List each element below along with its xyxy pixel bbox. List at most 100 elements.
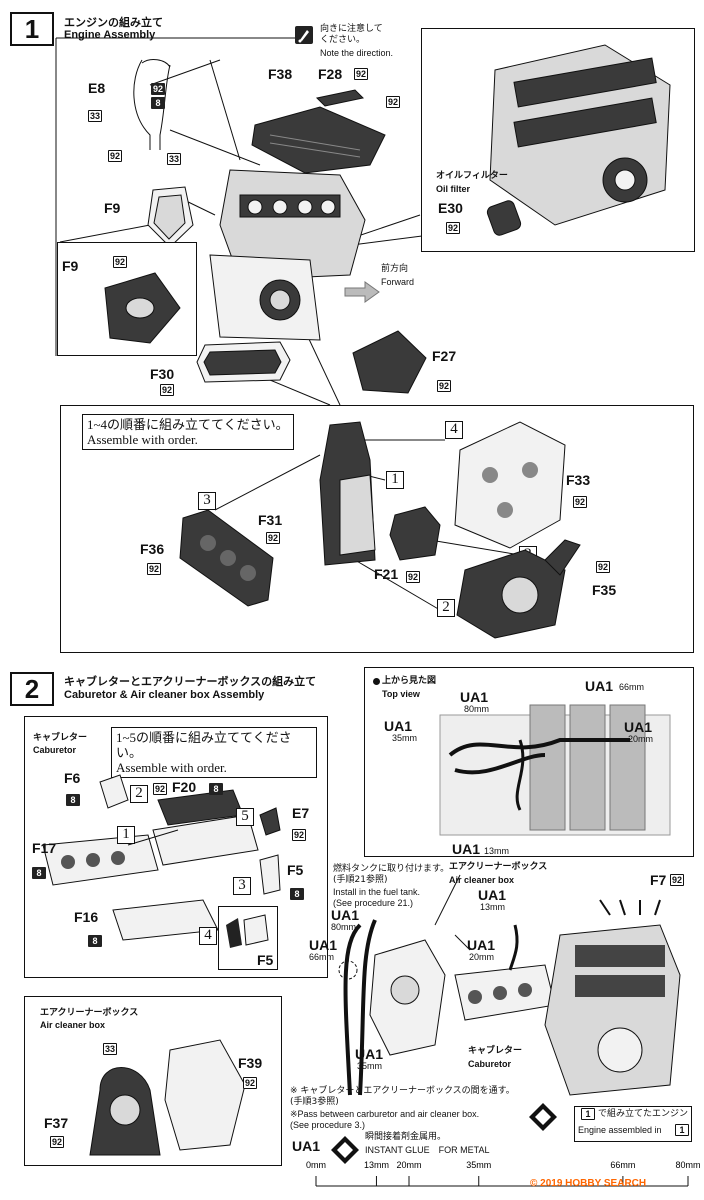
order-mark-4: 4 — [445, 421, 463, 439]
order-mark-1: 1 — [386, 471, 404, 489]
step-1-order-lines — [214, 439, 521, 611]
carburetor-drawing — [42, 774, 281, 941]
ua1-length-bottom-20: 20mm — [469, 952, 495, 962]
top-view-bullet-icon — [373, 678, 380, 685]
order-mark-4: 4 — [199, 927, 217, 945]
step-2-title-en: Caburetor & Air cleaner box Assembly — [64, 689, 265, 701]
step-2-number: 2 — [10, 672, 54, 706]
direction-note-icon — [295, 26, 313, 44]
step-2-title-jp: キャブレターとエアクリーナーボックスの組み立て — [64, 675, 317, 688]
glue-diamond-icon — [331, 1136, 359, 1164]
ua1-label-bottom-35: UA1 — [355, 1046, 384, 1062]
badge-92: 92 — [160, 384, 174, 396]
part-label-f35: F35 — [592, 582, 617, 598]
ua1-label-top-35: UA1 — [384, 718, 413, 734]
badge-33: 33 — [88, 110, 102, 122]
engine-block-drawing — [209, 169, 366, 341]
pass-note-jp: ※ キャブレターとエアクリーナーボックスの間を通す。 (手順3参照) — [290, 1086, 515, 1107]
part-f28-drawing — [315, 89, 365, 107]
badge-8: 8 — [209, 783, 223, 795]
part-label-e30: E30 — [438, 200, 463, 216]
ua1-legend-label: UA1 — [292, 1138, 321, 1154]
badge-8: 8 — [32, 867, 46, 879]
badge-8: 8 — [66, 794, 80, 806]
badge-92: 92 — [446, 222, 460, 234]
fuel-tank-note-en: Install in the fuel tank. (See procedure… — [333, 887, 421, 908]
glue-note-en: INSTANT GLUE FOR METAL — [365, 1145, 490, 1155]
engine-assembled-en: Engine assembled in — [578, 1125, 662, 1135]
ua1-length-top-20: 20mm — [628, 734, 654, 744]
badge-8: 8 — [88, 935, 102, 947]
order-mark-1: 1 — [117, 826, 135, 844]
ua1-length-bottom-80: 80mm — [331, 922, 357, 932]
badge-92: 92 — [670, 874, 684, 886]
badge-92: 92 — [292, 829, 306, 841]
badge-8: 8 — [290, 888, 304, 900]
ua1-label-bottom-80: UA1 — [331, 907, 360, 923]
pass-note-en: ※Pass between carburetor and air cleaner… — [290, 1109, 480, 1130]
oil-filter-engine-drawing — [489, 44, 671, 226]
part-f9-inset-drawing — [104, 272, 181, 344]
part-label-f27: F27 — [432, 348, 457, 364]
badge-92: 92 — [354, 68, 368, 80]
f5-detail-drawing — [226, 914, 269, 948]
oil-filter-label-jp: オイルフィルター — [436, 171, 508, 181]
ruler-tick-label: 20mm — [396, 1160, 421, 1170]
ua1-label-top-66: UA1 — [585, 678, 614, 694]
ua1-length-bottom-66: 66mm — [309, 952, 335, 962]
step-1-number: 1 — [10, 12, 54, 46]
order-note-jp: 1~5の順番に組み立ててください。 — [116, 730, 292, 760]
ua1-length-top-13: 13mm — [484, 846, 510, 856]
part-label-f20: F20 — [172, 779, 197, 795]
badge-92: 92 — [266, 532, 280, 544]
direction-note-en: Note the direction. — [320, 48, 394, 58]
part-label-f30: F30 — [150, 366, 175, 382]
badge-92: 92 — [113, 256, 127, 268]
order-note-en: Assemble with order. — [116, 760, 227, 775]
engine-step-ref-badge: 1 — [581, 1108, 595, 1120]
ruler-tick-label: 66mm — [610, 1160, 635, 1170]
air-cleaner-label-jp: エアクリーナーボックス — [40, 1008, 139, 1018]
ruler-tick-label: 0mm — [306, 1160, 326, 1170]
part-label-f21: F21 — [374, 566, 399, 582]
forward-label-en: Forward — [381, 277, 415, 287]
badge-33: 33 — [167, 153, 181, 165]
part-label-f5-detail: F5 — [257, 952, 274, 968]
order-note-jp: 1~4の順番に組み立ててください。 — [87, 417, 289, 432]
badge-92: 92 — [596, 561, 610, 573]
carburetor-box-label-en: Caburetor — [33, 745, 77, 755]
ua1-length-top-80: 80mm — [464, 704, 490, 714]
ua1-label-top-80: UA1 — [460, 689, 489, 705]
air-cleaner-right-label-en: Air cleaner box — [449, 875, 515, 885]
caburetor-label-en: Caburetor — [468, 1059, 512, 1069]
part-label-f36: F36 — [140, 541, 165, 557]
order-mark-5: 5 — [236, 808, 254, 826]
badge-8: 8 — [151, 97, 165, 109]
engine-assembled-jp: で組み立てたエンジン — [598, 1109, 689, 1119]
badge-92: 92 — [151, 83, 165, 95]
ua1-label-top-20: UA1 — [624, 719, 653, 735]
part-label-f16: F16 — [74, 909, 99, 925]
order-mark-2: 2 — [437, 599, 455, 617]
direction-note-jp: 向きに注意して ください。 — [320, 24, 383, 45]
part-f31-drawing — [319, 421, 376, 566]
badge-92: 92 — [386, 96, 400, 108]
order-mark-3: 3 — [198, 492, 216, 510]
badge-92: 92 — [147, 563, 161, 575]
part-label-f5: F5 — [287, 862, 304, 878]
ua1-length-top-35: 35mm — [392, 733, 418, 743]
glue-diamond-icon — [529, 1103, 557, 1131]
ruler-tick-label: 13mm — [364, 1160, 389, 1170]
air-cleaner-drawing — [89, 1039, 246, 1156]
order-mark-2: 2 — [130, 785, 148, 803]
part-label-f9-inset: F9 — [62, 258, 79, 274]
top-view-engine-drawing — [439, 704, 671, 836]
badge-92: 92 — [243, 1077, 257, 1089]
part-f38-cover-drawing — [251, 106, 386, 174]
oil-filter-e30-drawing — [486, 200, 522, 236]
part-f36-drawing — [179, 509, 274, 607]
part-label-f31: F31 — [258, 512, 283, 528]
top-view-label-jp: 上から見た図 — [382, 676, 437, 686]
glue-note-jp: 瞬間接着剤金属用。 — [365, 1132, 447, 1142]
